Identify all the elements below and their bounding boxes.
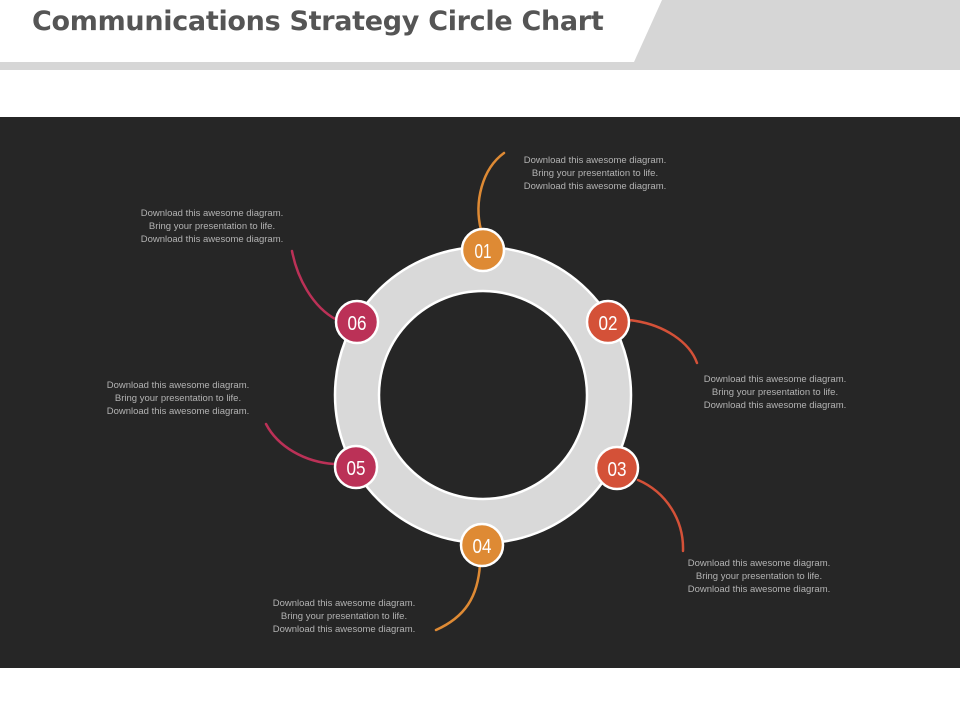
connector-04 xyxy=(434,562,482,632)
step-text-line: Bring your presentation to life. xyxy=(695,571,823,582)
diagram-panel: 01 02 03 04 05 06 Download this awesome … xyxy=(0,117,960,668)
step-number-03: 03 xyxy=(608,459,627,481)
step-badge-06: 06 xyxy=(334,299,380,345)
step-badge-04: 04 xyxy=(459,522,505,568)
title-bar: Communications Strategy Circle Chart xyxy=(0,0,960,70)
page-title: Communications Strategy Circle Chart xyxy=(32,6,604,37)
step-text-line: Bring your presentation to life. xyxy=(280,611,408,622)
step-number-06: 06 xyxy=(348,313,367,335)
title-bar-background xyxy=(0,0,960,70)
step-text-line: Download this awesome diagram. xyxy=(140,208,284,219)
step-text-line: Download this awesome diagram. xyxy=(272,598,416,609)
connector-02 xyxy=(627,318,699,365)
connector-03 xyxy=(636,478,685,553)
step-badge-02: 02 xyxy=(585,299,631,345)
connector-05 xyxy=(264,422,336,466)
step-text-line: Download this awesome diagram. xyxy=(687,558,831,569)
step-text-line: Download this awesome diagram. xyxy=(106,380,250,391)
step-text-line: Download this awesome diagram. xyxy=(272,624,416,635)
step-text-line: Bring your presentation to life. xyxy=(711,387,839,398)
step-text-01: Download this awesome diagram. Bring you… xyxy=(495,154,695,193)
step-text-06: Download this awesome diagram. Bring you… xyxy=(112,207,312,246)
step-badge-01: 01 xyxy=(460,227,506,273)
connector-01 xyxy=(477,151,506,232)
step-number-02: 02 xyxy=(599,313,618,335)
step-text-line: Download this awesome diagram. xyxy=(140,234,284,245)
step-text-line: Bring your presentation to life. xyxy=(114,393,242,404)
step-number-05: 05 xyxy=(347,458,366,480)
step-text-03: Download this awesome diagram. Bring you… xyxy=(659,557,859,596)
step-text-line: Download this awesome diagram. xyxy=(703,400,847,411)
step-text-line: Download this awesome diagram. xyxy=(703,374,847,385)
step-text-line: Download this awesome diagram. xyxy=(523,181,667,192)
step-text-line: Download this awesome diagram. xyxy=(687,584,831,595)
step-text-05: Download this awesome diagram. Bring you… xyxy=(78,379,278,418)
step-text-02: Download this awesome diagram. Bring you… xyxy=(675,373,875,412)
step-text-line: Bring your presentation to life. xyxy=(531,168,659,179)
step-text-04: Download this awesome diagram. Bring you… xyxy=(244,597,444,636)
step-text-line: Bring your presentation to life. xyxy=(148,221,276,232)
step-badge-05: 05 xyxy=(333,444,379,490)
step-text-line: Download this awesome diagram. xyxy=(523,155,667,166)
step-number-01: 01 xyxy=(475,241,492,263)
step-badge-03: 03 xyxy=(594,445,640,491)
inner-hole xyxy=(377,289,589,501)
circle-diagram: 01 02 03 04 05 06 xyxy=(264,151,699,632)
connector-06 xyxy=(290,249,339,322)
step-number-04: 04 xyxy=(473,536,492,558)
step-text-line: Download this awesome diagram. xyxy=(106,406,250,417)
